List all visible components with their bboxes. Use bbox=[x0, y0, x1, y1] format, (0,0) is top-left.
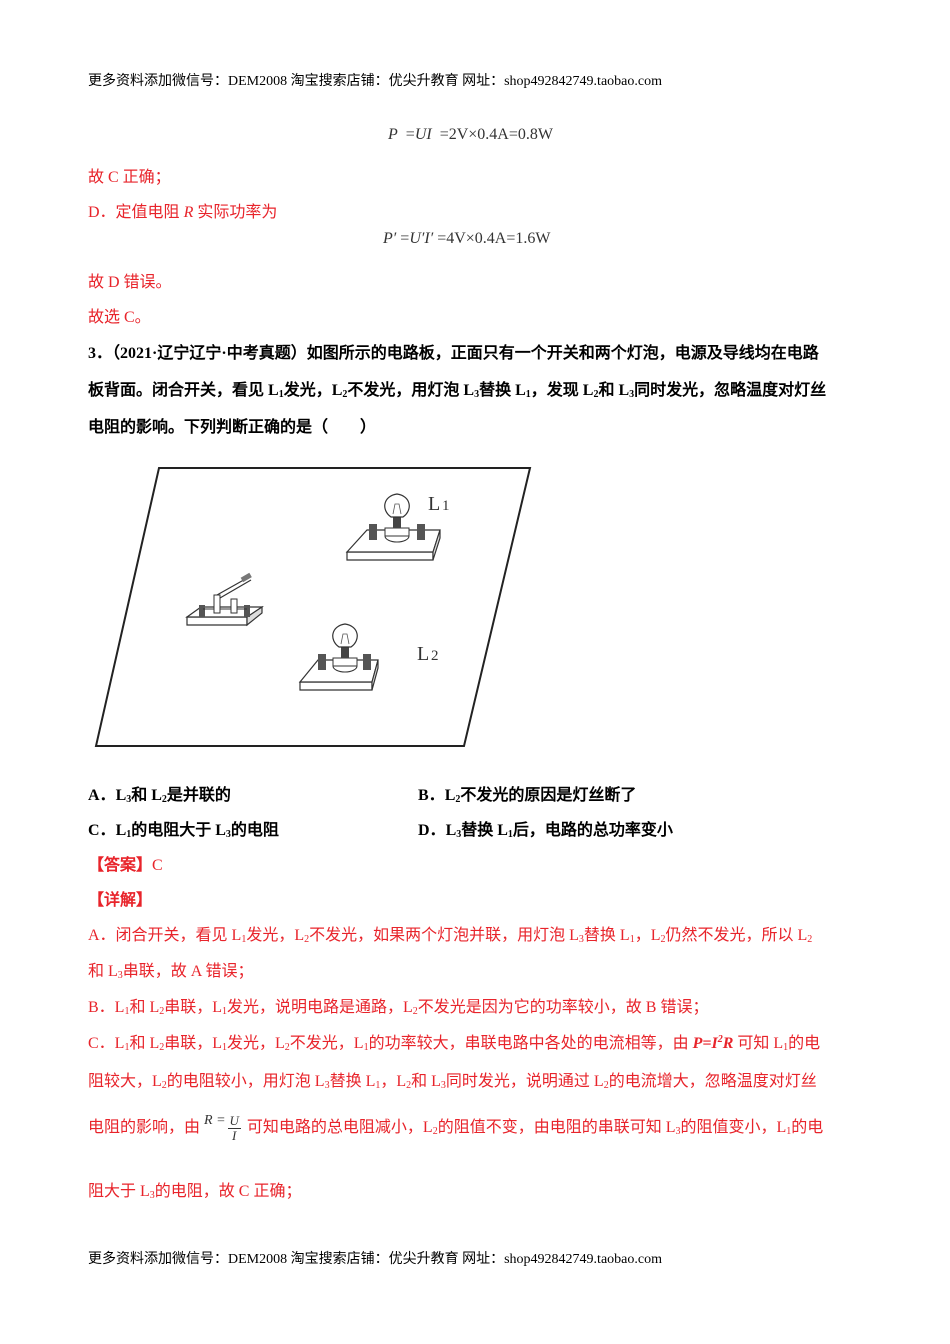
page-footer: 更多资料添加微信号：DEM2008 淘宝搜索店铺：优尖升教育 网址：shop49… bbox=[88, 1252, 662, 1267]
answer-label: 【答案】 bbox=[88, 857, 153, 874]
explanation-a-line-1: A．闭合开关，看见 L1发光，L2不发光，如果两个灯泡并联，用灯泡 L3替换 L… bbox=[88, 927, 813, 945]
bulb-l2-icon bbox=[298, 623, 379, 691]
option-c: C．L1的电阻大于 L3的电阻 bbox=[88, 822, 279, 840]
question-source: （2021·辽宁辽宁·中考真题） bbox=[112, 345, 307, 362]
explanation-c-line-1: C．L1和 L2串联，L1发光，L2不发光，L1的功率较大，串联电路中各处的电流… bbox=[88, 1034, 821, 1053]
ohm-formula-lhs: R = bbox=[204, 1113, 226, 1128]
d-intro-suffix: 实际功率为 bbox=[193, 204, 278, 221]
answer-value: C bbox=[152, 857, 163, 874]
formula-lhs: P bbox=[388, 126, 398, 143]
explanation-label: 【详解】 bbox=[88, 886, 152, 910]
question-line-1: 3．（2021·辽宁辽宁·中考真题）如图所示的电路板，正面只有一个开关和两个灯泡… bbox=[88, 339, 819, 363]
svg-text:2: 2 bbox=[431, 648, 439, 664]
c-conclusion: 故 C 正确； bbox=[88, 169, 171, 186]
formula-power-lamp: P =UI =2V×0.4A=0.8W bbox=[388, 126, 553, 144]
question-line-2: 板背面。闭合开关，看见 L1发光，L2不发光，用灯泡 L3替换 L1，发现 L2… bbox=[88, 382, 827, 400]
page-header: 更多资料添加微信号：DEM2008 淘宝搜索店铺：优尖升教育 网址：shop49… bbox=[88, 74, 662, 89]
label-l1: L bbox=[428, 493, 440, 515]
formula-joule: P=I2R bbox=[692, 1034, 734, 1053]
formula-power-resistor: P′ =U′I′ =4V×0.4A=1.6W bbox=[383, 230, 551, 247]
switch-icon bbox=[185, 572, 264, 627]
formula-rhs: =4V×0.4A=1.6W bbox=[437, 230, 551, 247]
option-b: B．L2不发光的原因是灯丝断了 bbox=[418, 787, 637, 805]
explanation-b-line: B．L1和 L2串联，L1发光，说明电路是通路，L2不发光是因为它的功率较小，故… bbox=[88, 999, 709, 1017]
d-conclusion: 故 D 错误。 bbox=[88, 274, 172, 291]
question-number: 3． bbox=[88, 345, 113, 362]
explanation-c-line-4: 阻大于 L3的电阻，故 C 正确； bbox=[88, 1183, 302, 1201]
bulb-l1-icon bbox=[345, 493, 441, 561]
formula-lhs: P′ bbox=[383, 230, 397, 247]
circuit-board-figure: L 1 L 2 bbox=[92, 462, 537, 752]
explanation-a-line-2: 和 L3串联，故 A 错误； bbox=[88, 963, 254, 981]
option-a: A．L3和 L2是并联的 bbox=[88, 787, 231, 805]
question-line-3: 电阻的影响。下列判断正确的是（ ） bbox=[88, 419, 377, 436]
formula-rhs: =2V×0.4A=0.8W bbox=[439, 126, 553, 143]
d-intro-prefix: D．定值电阻 bbox=[88, 204, 184, 221]
d-intro-var: R bbox=[183, 204, 194, 221]
answer-line: 【答案】C bbox=[88, 851, 163, 875]
svg-text:1: 1 bbox=[442, 498, 450, 514]
final-choice: 故选 C。 bbox=[88, 309, 151, 326]
option-d: D．L3替换 L1后，电路的总功率变小 bbox=[418, 822, 673, 840]
d-intro: D．定值电阻 R 实际功率为 bbox=[88, 198, 277, 222]
explanation-c-line-2: 阻较大，L2的电阻较小，用灯泡 L3替换 L1，L2和 L3同时发光，说明通过 … bbox=[88, 1073, 817, 1091]
label-l2: L bbox=[417, 643, 429, 665]
question-text-1: 如图所示的电路板，正面只有一个开关和两个灯泡，电源及导线均在电路 bbox=[306, 345, 819, 362]
explanation-label-text: 【详解】 bbox=[88, 892, 153, 909]
formula-mid: =UI bbox=[401, 126, 432, 143]
